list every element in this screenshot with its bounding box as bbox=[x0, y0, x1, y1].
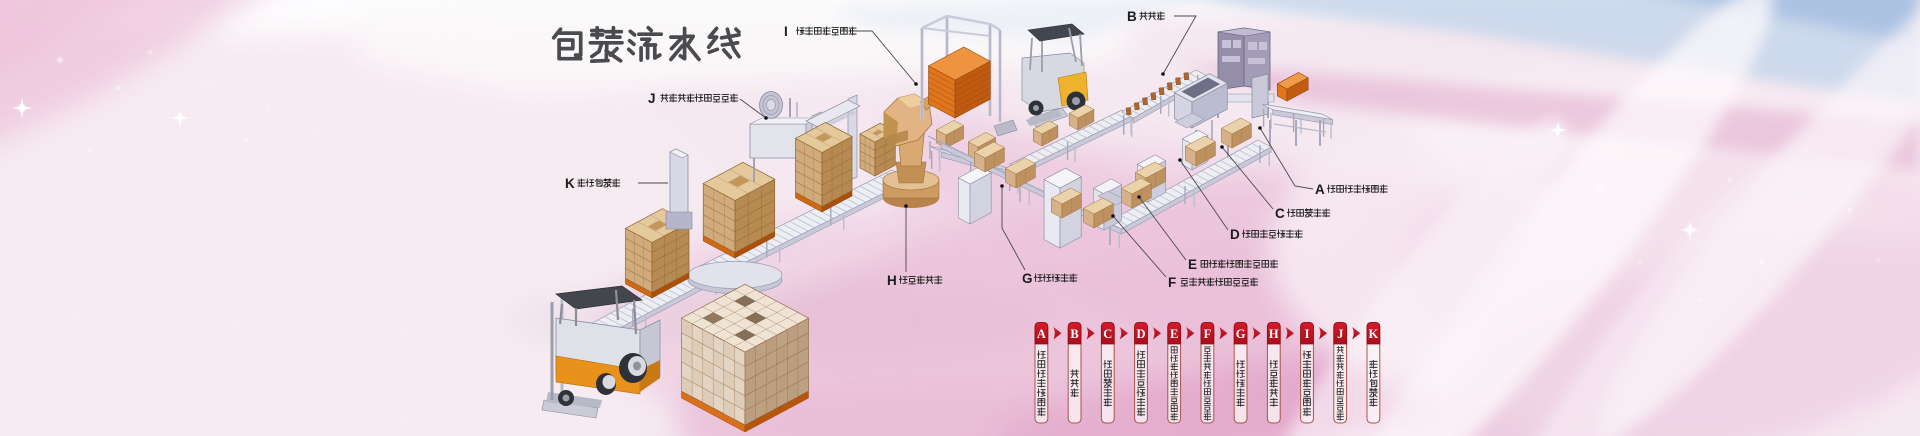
svg-text:I: I bbox=[784, 24, 788, 39]
svg-text:K: K bbox=[1369, 327, 1379, 341]
svg-text:I: I bbox=[1305, 327, 1310, 341]
svg-text:G: G bbox=[1022, 271, 1033, 286]
svg-text:A: A bbox=[1315, 182, 1325, 197]
svg-text:E: E bbox=[1170, 327, 1178, 341]
svg-text:C: C bbox=[1103, 327, 1112, 341]
svg-text:H: H bbox=[1269, 327, 1279, 341]
svg-text:H: H bbox=[887, 273, 897, 288]
svg-text:B: B bbox=[1127, 9, 1137, 24]
svg-text:K: K bbox=[565, 176, 575, 191]
svg-text:C: C bbox=[1275, 206, 1285, 221]
svg-text:B: B bbox=[1070, 327, 1078, 341]
svg-text:E: E bbox=[1188, 257, 1197, 272]
svg-text:F: F bbox=[1204, 327, 1212, 341]
svg-text:D: D bbox=[1136, 327, 1145, 341]
svg-text:A: A bbox=[1037, 327, 1046, 341]
svg-text:G: G bbox=[1236, 327, 1246, 341]
svg-text:J: J bbox=[648, 91, 656, 106]
svg-text:F: F bbox=[1168, 275, 1176, 290]
svg-text:D: D bbox=[1230, 227, 1240, 242]
svg-text:J: J bbox=[1337, 327, 1343, 341]
